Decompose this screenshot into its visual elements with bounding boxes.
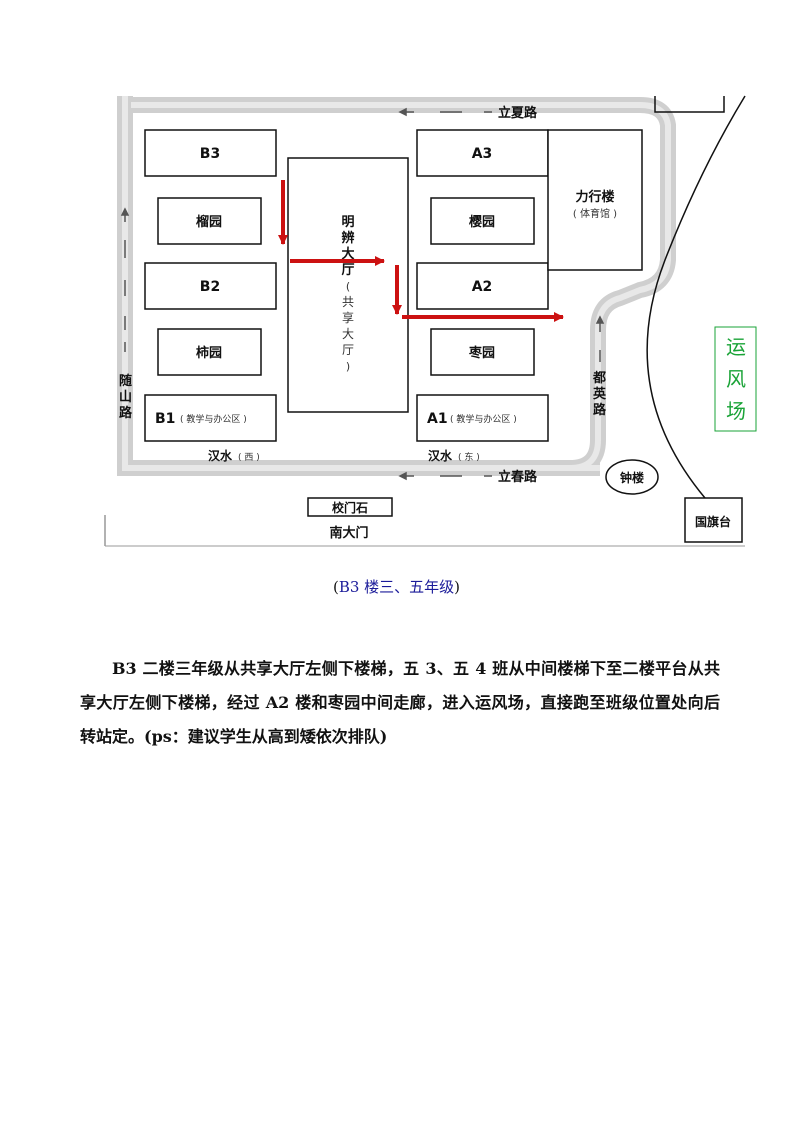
- map-caption: (B3 楼三、五年级): [0, 576, 793, 597]
- svg-text:厅: 厅: [342, 343, 354, 357]
- svg-text:A1: A1: [427, 411, 448, 427]
- road-label-south: 立春路: [498, 469, 538, 485]
- building-b3: B3: [144, 129, 277, 177]
- label-hanshui-west: 汉水 ( 西 ): [208, 448, 260, 463]
- building-a2: A2: [416, 262, 549, 310]
- svg-text:国旗台: 国旗台: [695, 514, 731, 529]
- bell-tower: 钟楼: [605, 459, 659, 495]
- building-lixing: 力行楼 ( 体育馆 ): [547, 129, 643, 271]
- svg-text:力行楼: 力行楼: [575, 189, 614, 205]
- caption-close-paren: ): [454, 578, 461, 596]
- svg-text:场: 场: [726, 399, 746, 423]
- svg-text:大: 大: [342, 327, 354, 341]
- svg-text:( 体育馆 ): ( 体育馆 ): [573, 207, 617, 220]
- svg-text:辨: 辨: [341, 230, 354, 246]
- svg-text:B2: B2: [200, 279, 220, 295]
- building-ying-yuan: 樱园: [430, 197, 535, 245]
- svg-text:都: 都: [592, 370, 606, 386]
- svg-text:( 教学与办公区 ): ( 教学与办公区 ): [450, 413, 517, 425]
- building-a1: A1 ( 教学与办公区 ): [416, 394, 549, 442]
- svg-text:( 教学与办公区 ): ( 教学与办公区 ): [180, 413, 247, 425]
- svg-text:山: 山: [119, 389, 132, 405]
- building-a3: A3: [416, 129, 549, 177]
- svg-text:钟楼: 钟楼: [620, 470, 644, 485]
- svg-text:柿园: 柿园: [196, 345, 222, 361]
- instruction-paragraph: B3 二楼三年级从共享大厅左侧下楼梯，五 3、五 4 班从中间楼梯下至二楼平台从…: [80, 659, 720, 746]
- svg-text:共: 共: [342, 295, 354, 309]
- road-direction-marks: [120, 107, 605, 481]
- building-hall: 明 辨 大 厅 ( 共 享 大 厅 ): [287, 157, 409, 413]
- svg-text:B3: B3: [200, 146, 220, 162]
- caption-text: B3 楼三、五年级: [338, 578, 455, 596]
- svg-text:榴园: 榴园: [196, 214, 222, 230]
- label-hanshui-east: 汉水 ( 东 ): [428, 448, 480, 463]
- svg-text:( 东 ): ( 东 ): [458, 451, 480, 463]
- svg-text:享: 享: [342, 310, 354, 325]
- svg-text:A3: A3: [472, 146, 493, 162]
- building-zao-yuan: 枣园: [430, 328, 535, 376]
- svg-text:路: 路: [119, 405, 133, 421]
- building-liu-yuan: 榴园: [157, 197, 262, 245]
- field-boundary: [646, 95, 746, 499]
- svg-text:): ): [346, 360, 350, 373]
- svg-text:校门石: 校门石: [332, 500, 368, 515]
- svg-text:大: 大: [341, 246, 354, 262]
- road-label-east: 都 英 路: [592, 370, 607, 418]
- svg-text:枣园: 枣园: [468, 345, 495, 361]
- svg-text:明: 明: [341, 215, 354, 230]
- flag-platform: 国旗台: [684, 497, 743, 543]
- building-shi-yuan: 柿园: [157, 328, 262, 376]
- svg-text:樱园: 樱园: [469, 214, 495, 230]
- label-south-gate: 南大门: [329, 525, 368, 541]
- svg-text:路: 路: [593, 402, 607, 418]
- campus-map: 立夏路 立春路 随 山 路 都 英 路 B3 榴园 B2 柿园 B1 ( 教学与…: [104, 95, 757, 547]
- svg-text:汉水: 汉水: [428, 448, 453, 463]
- svg-text:运: 运: [726, 335, 746, 359]
- svg-text:厅: 厅: [341, 263, 354, 278]
- svg-text:B1: B1: [155, 411, 175, 427]
- top-right-building-edge: [654, 96, 725, 113]
- svg-text:( 西 ): ( 西 ): [238, 452, 260, 463]
- caption-open-paren: (: [332, 578, 339, 596]
- svg-text:英: 英: [592, 386, 607, 402]
- svg-text:风: 风: [726, 367, 746, 391]
- road-label-north: 立夏路: [498, 105, 538, 121]
- sports-field-label: 运 风 场: [714, 326, 757, 432]
- svg-text:汉水: 汉水: [208, 448, 233, 463]
- road-label-west: 随 山 路: [119, 373, 133, 421]
- building-b2: B2: [144, 262, 277, 310]
- svg-text:随: 随: [119, 373, 132, 389]
- route-arrows: [278, 180, 564, 322]
- building-b1: B1 ( 教学与办公区 ): [144, 394, 277, 442]
- gate-stone: 校门石: [307, 497, 393, 517]
- svg-text:A2: A2: [472, 279, 493, 295]
- svg-text:(: (: [346, 280, 350, 293]
